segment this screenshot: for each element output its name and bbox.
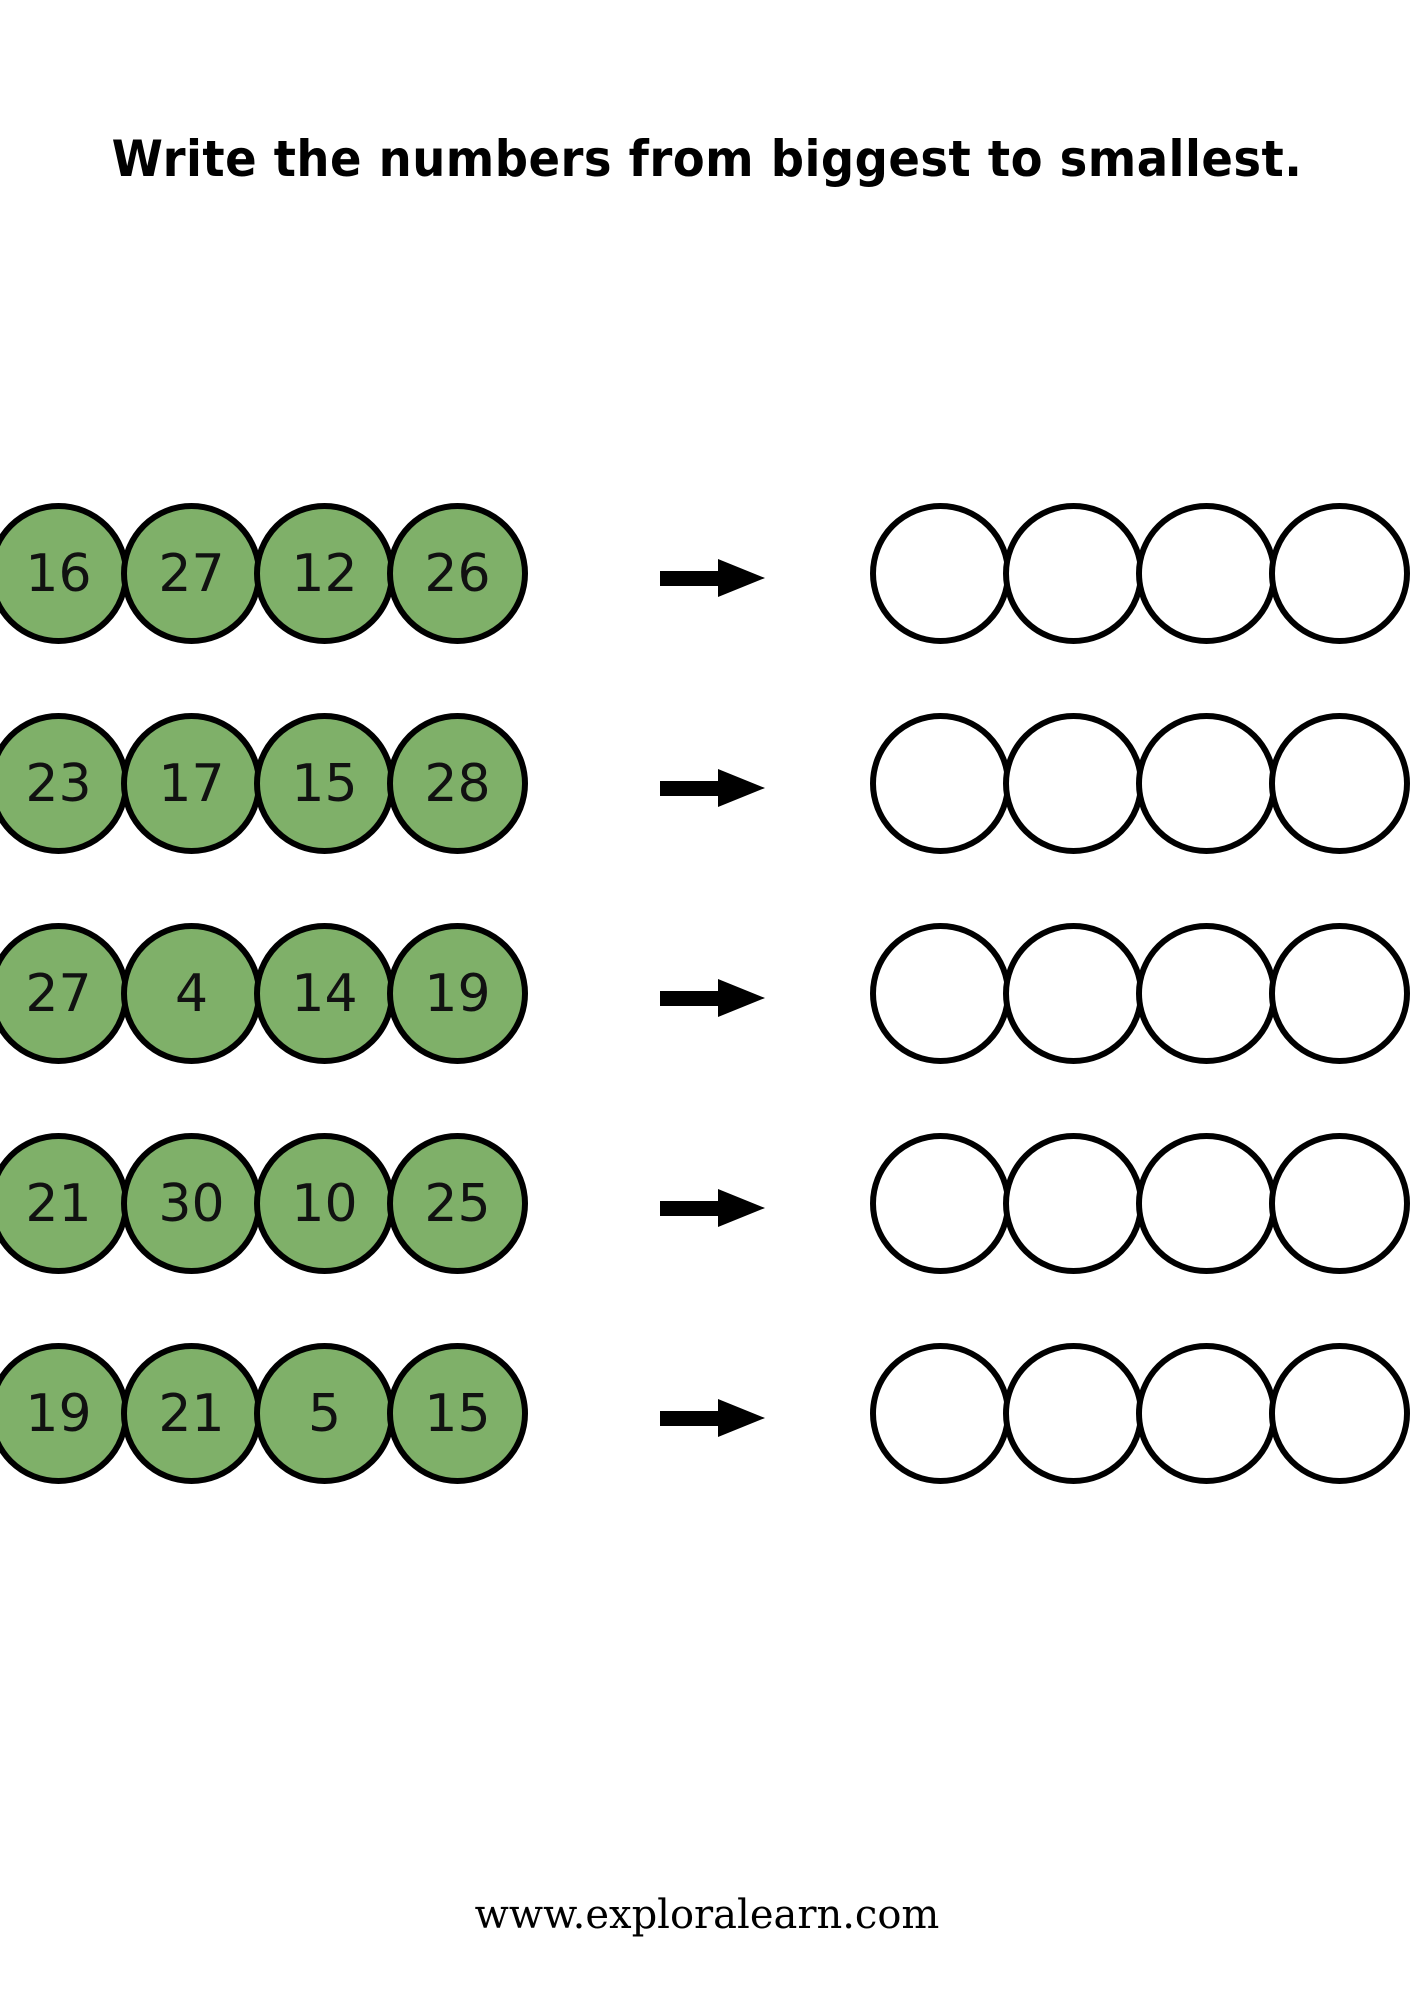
arrow-shaft	[660, 991, 725, 1006]
number-circle: 15	[387, 1343, 528, 1484]
given-numbers-group: 16 27 12 26	[0, 503, 528, 644]
number-circle: 17	[121, 713, 262, 854]
site-url-footer: www.exploralearn.com	[474, 1892, 940, 1938]
answer-circle[interactable]	[1269, 923, 1410, 1064]
arrow-head	[718, 769, 765, 807]
answer-circle[interactable]	[1269, 1343, 1410, 1484]
answer-circle[interactable]	[1003, 1343, 1144, 1484]
number-circle: 23	[0, 713, 129, 854]
arrow-right-icon	[660, 1399, 765, 1437]
number-circle: 19	[0, 1343, 129, 1484]
answer-circle[interactable]	[1269, 503, 1410, 644]
number-circle: 27	[121, 503, 262, 644]
number-circle: 16	[0, 503, 129, 644]
answer-circle[interactable]	[1269, 713, 1410, 854]
number-circle: 14	[254, 923, 395, 1064]
number-circle: 25	[387, 1133, 528, 1274]
answer-circles-group	[870, 713, 1410, 854]
given-numbers-group: 23 17 15 28	[0, 713, 528, 854]
arrow-right-icon	[660, 979, 765, 1017]
number-circle: 10	[254, 1133, 395, 1274]
problem-row: 27 4 14 19	[0, 905, 1414, 1115]
number-circle: 27	[0, 923, 129, 1064]
answer-circle[interactable]	[1003, 713, 1144, 854]
arrow-head	[718, 1189, 765, 1227]
answer-circle[interactable]	[870, 713, 1011, 854]
number-circle: 26	[387, 503, 528, 644]
arrow-shaft	[660, 1201, 725, 1216]
answer-circle[interactable]	[1136, 503, 1277, 644]
page-title: Write the numbers from biggest to smalle…	[111, 130, 1303, 188]
arrow-right-icon	[660, 1189, 765, 1227]
answer-circle[interactable]	[1003, 923, 1144, 1064]
arrow-shaft	[660, 1411, 725, 1426]
given-numbers-group: 27 4 14 19	[0, 923, 528, 1064]
arrow-shaft	[660, 781, 725, 796]
answer-circles-group	[870, 923, 1410, 1064]
arrow-right-icon	[660, 559, 765, 597]
number-circle: 28	[387, 713, 528, 854]
number-circle: 15	[254, 713, 395, 854]
answer-circles-group	[870, 1343, 1410, 1484]
number-circle: 21	[121, 1343, 262, 1484]
answer-circle[interactable]	[1003, 1133, 1144, 1274]
number-circle: 19	[387, 923, 528, 1064]
problem-rows: 16 27 12 26 23 17 15 28	[0, 485, 1414, 1535]
number-circle: 30	[121, 1133, 262, 1274]
number-circle: 12	[254, 503, 395, 644]
problem-row: 19 21 5 15	[0, 1325, 1414, 1535]
problem-row: 21 30 10 25	[0, 1115, 1414, 1325]
arrow-shaft	[660, 571, 725, 586]
arrow-right-icon	[660, 769, 765, 807]
arrow-head	[718, 1399, 765, 1437]
answer-circles-group	[870, 1133, 1410, 1274]
answer-circle[interactable]	[1136, 1343, 1277, 1484]
number-circle: 21	[0, 1133, 129, 1274]
arrow-head	[718, 979, 765, 1017]
answer-circle[interactable]	[870, 1343, 1011, 1484]
answer-circle[interactable]	[1003, 503, 1144, 644]
number-circle: 5	[254, 1343, 395, 1484]
answer-circle[interactable]	[1269, 1133, 1410, 1274]
given-numbers-group: 19 21 5 15	[0, 1343, 528, 1484]
answer-circle[interactable]	[870, 503, 1011, 644]
arrow-head	[718, 559, 765, 597]
number-circle: 4	[121, 923, 262, 1064]
given-numbers-group: 21 30 10 25	[0, 1133, 528, 1274]
answer-circles-group	[870, 503, 1410, 644]
answer-circle[interactable]	[1136, 923, 1277, 1064]
problem-row: 16 27 12 26	[0, 485, 1414, 695]
answer-circle[interactable]	[870, 923, 1011, 1064]
problem-row: 23 17 15 28	[0, 695, 1414, 905]
answer-circle[interactable]	[1136, 1133, 1277, 1274]
answer-circle[interactable]	[1136, 713, 1277, 854]
answer-circle[interactable]	[870, 1133, 1011, 1274]
